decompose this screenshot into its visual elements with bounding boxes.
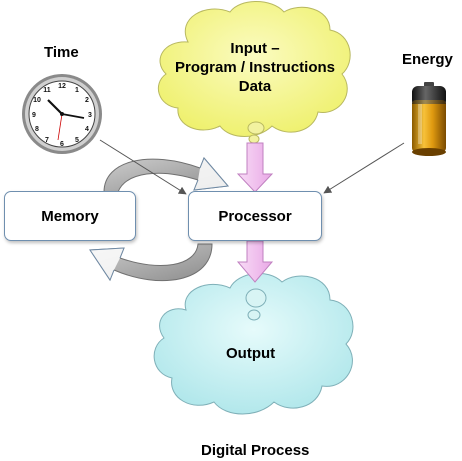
svg-text:5: 5 [75,137,79,144]
svg-text:2: 2 [85,97,89,104]
svg-text:10: 10 [33,97,41,104]
svg-text:3: 3 [88,112,92,119]
time-label: Time [44,44,79,61]
output-cloud [153,272,354,415]
diagram-caption: Digital Process [201,442,310,459]
svg-text:12: 12 [58,83,66,90]
input-label: Input – Program / Instructions Data [160,40,350,96]
output-label: Output [226,345,276,362]
input-to-processor-arrow [236,142,274,193]
svg-text:9: 9 [32,112,36,119]
memory-box: Memory [4,191,136,241]
processor-label: Processor [218,207,292,225]
svg-text:8: 8 [35,126,39,133]
battery-icon [412,82,446,156]
processor-to-output-arrow [236,240,274,283]
svg-text:7: 7 [45,137,49,144]
svg-text:4: 4 [85,126,89,133]
processor-box: Processor [188,191,322,241]
clock-icon: 12 1 2 3 4 5 6 7 8 9 10 11 [22,74,102,154]
energy-label: Energy [402,51,453,68]
svg-text:11: 11 [43,87,51,94]
input-label-line-1: Input – [230,40,280,57]
memory-label: Memory [41,207,99,225]
time-to-processor-arrow [99,139,187,195]
svg-text:1: 1 [75,87,79,94]
svg-text:6: 6 [60,141,64,148]
input-cloud [157,1,351,144]
input-label-line-2: Program / Instructions [174,58,336,76]
input-label-line-3: Data [238,77,272,95]
energy-to-processor-arrow [323,142,405,194]
